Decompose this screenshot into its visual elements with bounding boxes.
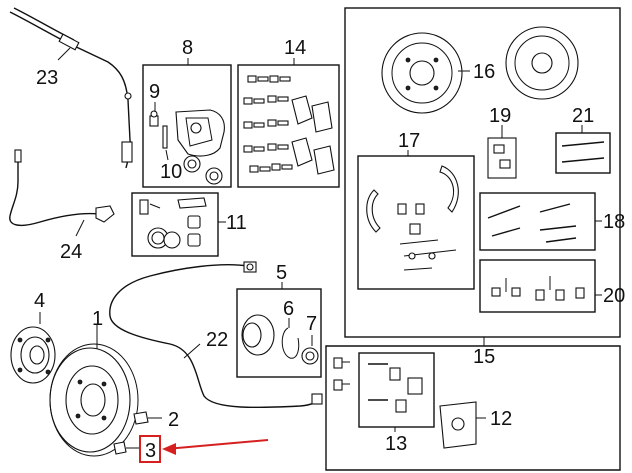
pad-hardware-box xyxy=(237,58,340,188)
callout-14: 14 xyxy=(284,37,306,59)
callout-11: 11 xyxy=(226,212,247,234)
callout-10: 10 xyxy=(160,161,182,183)
caliper-mount-box xyxy=(325,345,621,471)
callout-20: 20 xyxy=(603,285,625,307)
wheel-stud-part xyxy=(113,441,140,455)
rotor-screw-part xyxy=(133,411,162,425)
wheel-hub-part xyxy=(10,312,56,384)
callout-5: 5 xyxy=(276,262,287,284)
callout-17: 17 xyxy=(398,130,420,152)
callout-3: 3 xyxy=(145,440,156,462)
callout-8: 8 xyxy=(182,37,193,59)
callout-1: 1 xyxy=(92,308,103,330)
brake-rotor-part xyxy=(49,325,139,457)
parking-brake-group-box xyxy=(344,7,621,346)
highlight-arrowhead xyxy=(162,443,176,455)
highlight-box xyxy=(139,435,161,463)
adjuster-part xyxy=(487,125,517,179)
lever-box xyxy=(555,125,611,174)
callout-13: 13 xyxy=(385,433,407,455)
callout-9: 9 xyxy=(149,81,160,103)
highlight-callout-3 xyxy=(139,435,269,463)
callout-6: 6 xyxy=(283,298,294,320)
callout-23: 23 xyxy=(36,67,58,89)
callout-12: 12 xyxy=(490,408,512,430)
callout-16: 16 xyxy=(473,61,495,83)
callout-15: 15 xyxy=(473,346,495,368)
caliper-group-box xyxy=(142,58,232,188)
backing-plate-part xyxy=(381,26,579,114)
bearing-group-box xyxy=(236,282,322,378)
callout-2: 2 xyxy=(168,409,179,431)
brake-shoe-box xyxy=(357,150,475,290)
callout-21: 21 xyxy=(572,105,594,127)
callout-19: 19 xyxy=(489,105,511,127)
brake-hose-part xyxy=(9,7,133,169)
speed-sensor-cable-part xyxy=(109,261,323,409)
hold-down-box xyxy=(479,259,602,313)
callout-18: 18 xyxy=(603,211,625,233)
caliper-kit-box xyxy=(131,192,226,257)
callout-7: 7 xyxy=(306,313,317,335)
highlight-arrow xyxy=(165,439,269,450)
sensor-wire-part xyxy=(9,149,115,237)
callout-24: 24 xyxy=(60,241,82,263)
spring-kit-box xyxy=(479,192,602,251)
callout-4: 4 xyxy=(34,290,45,312)
callout-labels: 1 2 3 4 5 6 7 8 9 10 11 12 13 14 15 16 1… xyxy=(34,37,625,462)
callout-22: 22 xyxy=(206,329,228,351)
